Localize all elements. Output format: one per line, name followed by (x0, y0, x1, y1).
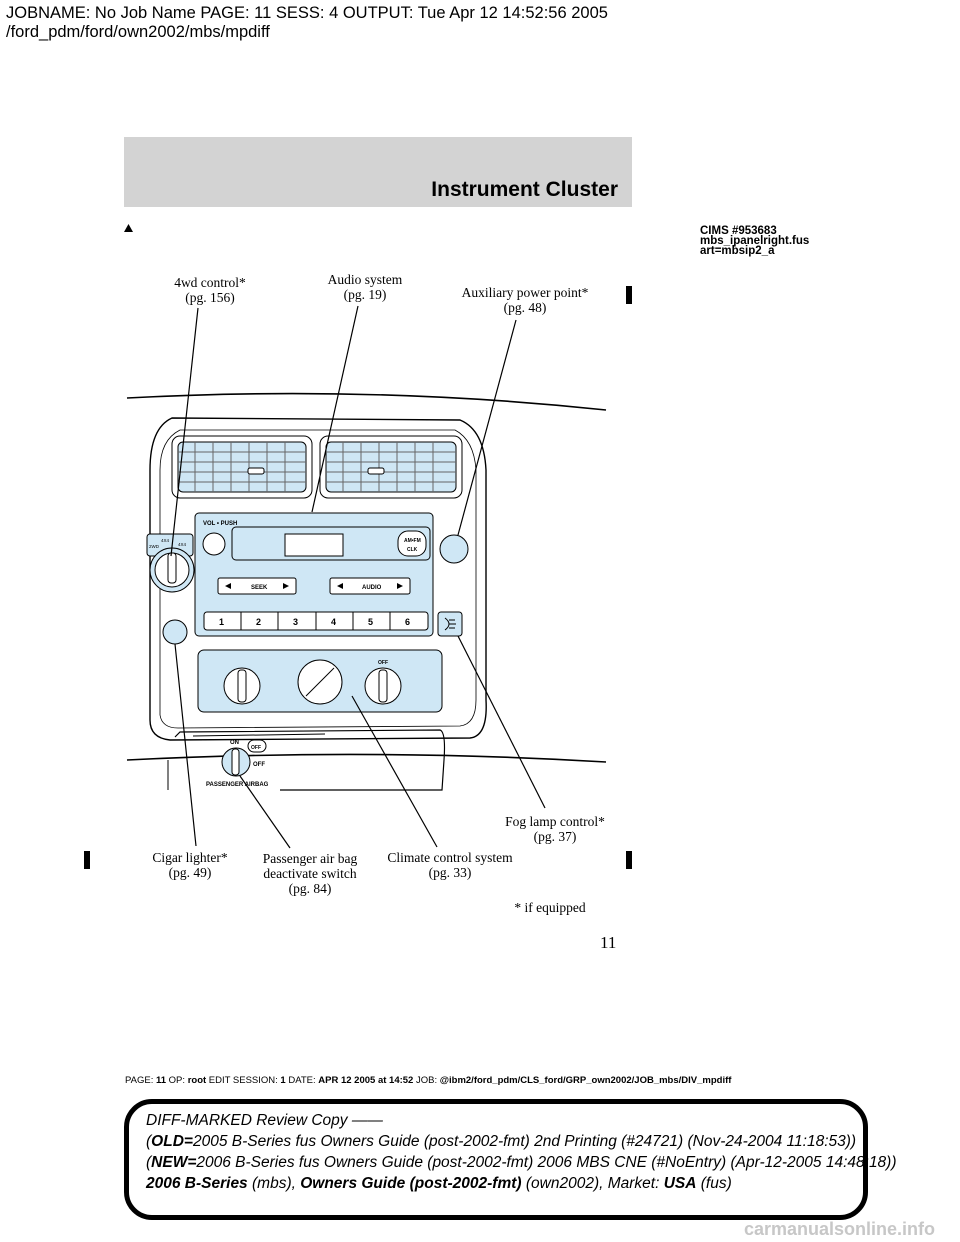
callout-passenger-airbag-switch: Passenger air bag deactivate switch (pg.… (262, 851, 358, 896)
fog-lamp-button (437, 611, 463, 637)
section-header-band (124, 137, 632, 207)
airbag-on-label: ON (230, 740, 239, 746)
cims-reference: CIMS #953683 mbs_ipanelright.fus art=mbs… (700, 225, 810, 257)
page-number: 11 (600, 933, 617, 952)
watermark: carmanualsonline.info (744, 1219, 936, 1239)
cims-art: art=mbsip2_a (700, 245, 775, 257)
svg-text:2WD: 2WD (149, 544, 160, 549)
review-copy-text: DIFF-MARKED Review Copy —— (OLD=2005 B-S… (146, 1110, 897, 1194)
audio-system-radio (194, 512, 434, 637)
cims-file: mbs_ipanelright.fus (700, 235, 810, 247)
passenger-airbag-switch (221, 739, 267, 777)
svg-text:4X4: 4X4 (178, 542, 187, 547)
callout-audio-system: Audio system (pg. 19) (327, 272, 403, 302)
review-old-line: (OLD=2005 B-Series fus Owners Guide (pos… (146, 1133, 857, 1150)
climate-control-panel (197, 649, 443, 713)
climate-off-label: OFF (378, 660, 388, 666)
review-copy-box (124, 1099, 868, 1220)
svg-text:4X4: 4X4 (161, 538, 170, 543)
preset-2: 2 (256, 617, 261, 627)
preset-3: 3 (293, 617, 298, 627)
right-air-vent (319, 435, 463, 499)
auxiliary-power-point (439, 534, 469, 564)
leader-line-aux (457, 319, 517, 536)
radio-amfm-label: AM•FM (404, 538, 421, 544)
radio-clk-label: CLK (407, 547, 418, 553)
crop-mark (626, 851, 632, 869)
left-air-vent (171, 435, 313, 499)
airbag-label: PASSENGER AIRBAG (206, 782, 269, 788)
cigar-lighter (162, 619, 188, 645)
preset-4: 4 (331, 617, 336, 627)
leader-line-climate (351, 695, 438, 848)
radio-seek-label: SEEK (251, 585, 268, 591)
leader-line-audio (311, 305, 359, 513)
cims-number: CIMS #953683 (700, 225, 777, 237)
radio-audio-label: AUDIO (362, 585, 382, 591)
callout-auxiliary-power-point: Auxiliary power point* (pg. 48) (461, 285, 589, 315)
review-series-line: 2006 B-Series (mbs), Owners Guide (post-… (146, 1175, 732, 1192)
footnote: * if equipped (514, 900, 586, 915)
section-title: Instrument Cluster (431, 178, 618, 201)
leader-line-airbag (239, 775, 291, 849)
review-new-line: (NEW=2006 B-Series fus Owners Guide (pos… (146, 1154, 897, 1171)
airbag-off-label: OFF (253, 762, 265, 768)
review-title: DIFF-MARKED Review Copy —— (146, 1112, 383, 1129)
leader-line-fog (457, 635, 546, 809)
4wd-control-knob: 2WD 4X4 4X4 (146, 533, 195, 593)
airbag-off-badge: OFF (251, 745, 261, 751)
crop-mark (84, 851, 90, 869)
job-path-line: /ford_pdm/ford/own2002/mbs/mpdiff (6, 23, 270, 41)
job-header-line: JOBNAME: No Job Name PAGE: 11 SESS: 4 OU… (6, 4, 608, 22)
corner-mark-icon (124, 224, 133, 232)
leader-line-4wd (170, 307, 199, 557)
crop-mark (626, 286, 632, 304)
callout-cigar-lighter: Cigar lighter* (pg. 49) (152, 850, 228, 880)
callout-climate-control: Climate control system (pg. 33) (387, 850, 513, 880)
preset-1: 1 (219, 617, 224, 627)
leader-line-cigar (174, 643, 197, 847)
preset-5: 5 (368, 617, 373, 627)
callout-4wd-control: 4wd control* (pg. 156) (174, 275, 246, 305)
callout-fog-lamp-control: Fog lamp control* (pg. 37) (505, 814, 605, 844)
preset-6: 6 (405, 617, 410, 627)
radio-vol-push-label: VOL • PUSH (203, 521, 237, 527)
edit-session-footer: PAGE: 11 OP: root EDIT SESSION: 1 DATE: … (125, 1075, 732, 1086)
